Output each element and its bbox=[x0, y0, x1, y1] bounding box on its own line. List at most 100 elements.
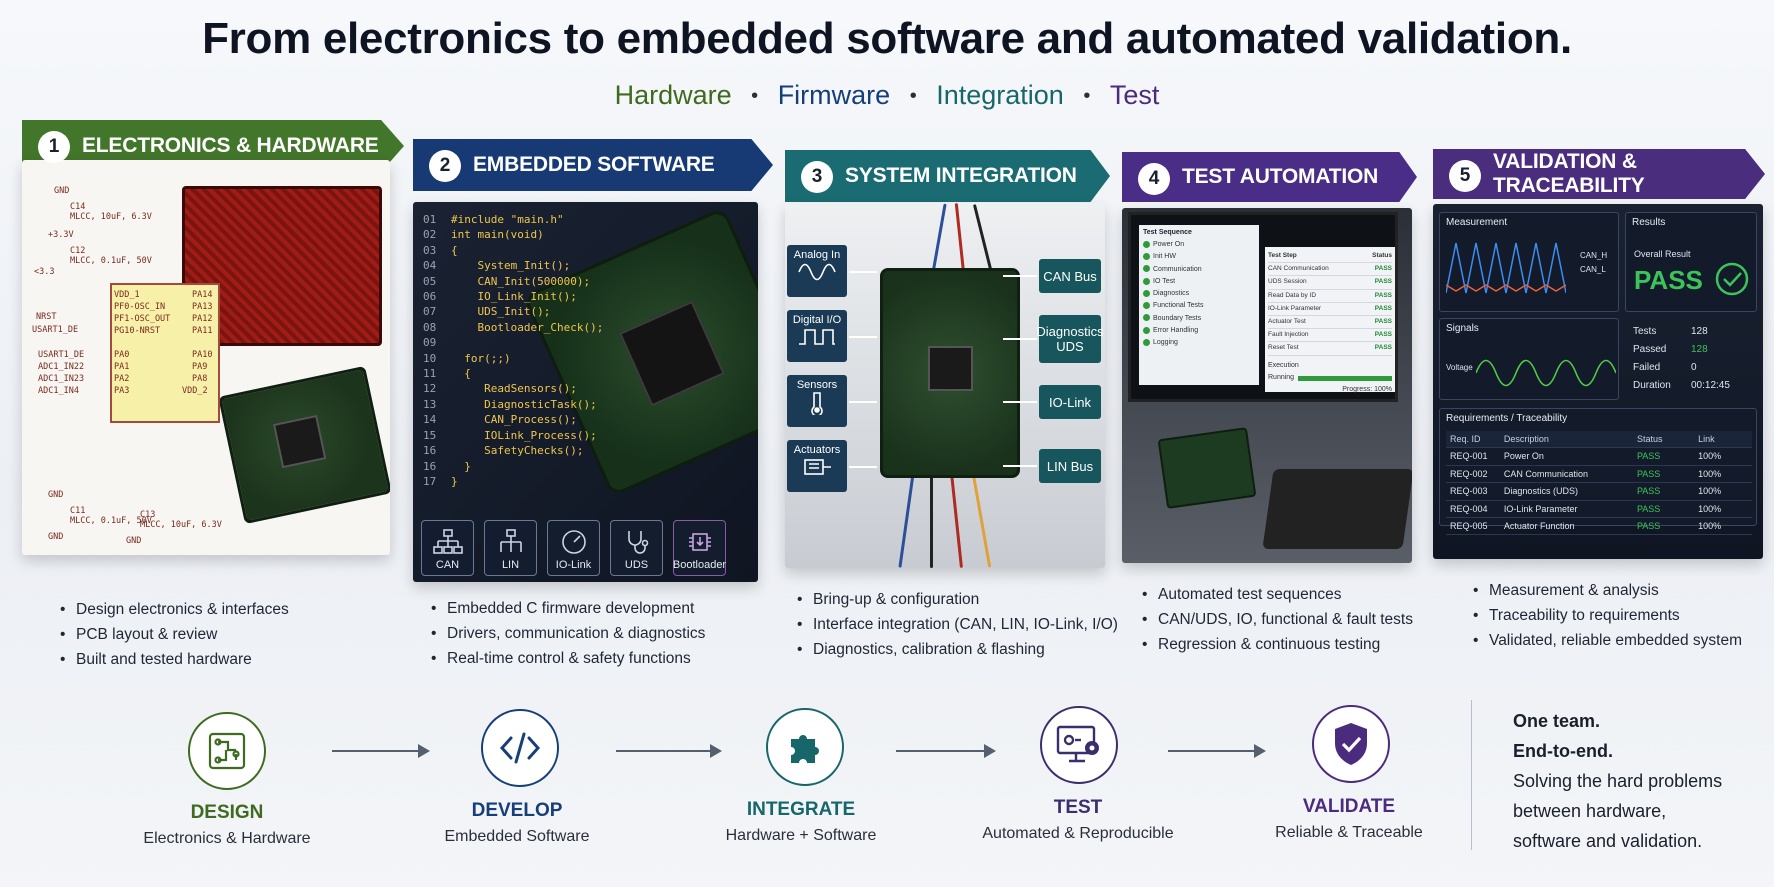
protocol-label: CAN bbox=[435, 559, 460, 571]
list-item: Diagnostics, calibration & flashing bbox=[797, 637, 1118, 662]
schematic-label: PA14 bbox=[192, 290, 213, 300]
list-item: Traceability to requirements bbox=[1473, 603, 1742, 628]
schematic-label: ADC1_IN23 bbox=[38, 374, 85, 384]
schematic-label: PA11 bbox=[192, 326, 213, 336]
protocol-icons: CAN LIN IO-Link UDS Bootloader bbox=[421, 520, 726, 576]
schematic-label: <3.3 bbox=[34, 267, 55, 277]
code-line: 13 DiagnosticTask(); bbox=[423, 397, 597, 411]
schematic-label: PA13 bbox=[192, 302, 213, 312]
list-item: Validated, reliable embedded system bbox=[1473, 628, 1742, 653]
list-item: Diagnostics bbox=[1143, 288, 1255, 300]
schematic-label: PA9 bbox=[192, 362, 208, 372]
protocol-can: CAN bbox=[421, 520, 474, 576]
schematic-label: C14 bbox=[70, 202, 86, 212]
protocol-uds: UDS bbox=[610, 520, 663, 576]
check-icon bbox=[1143, 265, 1150, 273]
protocol-label: Bootloader bbox=[672, 559, 727, 571]
check-icon bbox=[1143, 326, 1150, 334]
input-actuators: Actuators bbox=[787, 440, 847, 492]
bullet-list: Automated test sequences CAN/UDS, IO, fu… bbox=[1142, 582, 1413, 657]
protocol-label: LIN bbox=[501, 559, 520, 571]
input-label: Actuators bbox=[793, 444, 841, 456]
code-line: 03{ bbox=[423, 243, 458, 257]
legend-can-l: CAN_L bbox=[1580, 265, 1606, 274]
running-label: Running bbox=[1268, 373, 1295, 381]
check-circle-icon bbox=[1715, 262, 1749, 296]
schematic-label: C11 bbox=[70, 506, 86, 516]
protocol-label: UDS bbox=[624, 559, 649, 571]
subtitle: Hardware • Firmware • Integration • Test bbox=[0, 80, 1774, 111]
measurement-waveform bbox=[1446, 242, 1566, 294]
panel-title: TEST AUTOMATION bbox=[1122, 152, 1417, 202]
flow-design: DESIGN Electronics & Hardware bbox=[107, 802, 347, 848]
microcontroller-chip bbox=[272, 414, 327, 469]
bus-can: CAN Bus bbox=[1039, 259, 1101, 293]
list-item: Power On bbox=[1143, 239, 1255, 251]
pcb-image bbox=[1157, 427, 1257, 509]
schematic-label: MLCC, 10uF, 6.3V bbox=[70, 212, 152, 222]
signals-label: Signals bbox=[1446, 323, 1479, 334]
panel-system-integration: 3 SYSTEM INTEGRATION Analog In Digital I… bbox=[785, 135, 1157, 695]
flow-subtitle: Hardware + Software bbox=[725, 827, 877, 844]
step-number-badge: 4 bbox=[1138, 163, 1170, 195]
circuit-icon bbox=[208, 732, 246, 770]
code-line: 09 bbox=[423, 336, 437, 350]
stethoscope-icon bbox=[627, 531, 648, 554]
list-item: Boundary Tests bbox=[1143, 313, 1255, 325]
list-item: Functional Tests bbox=[1143, 300, 1255, 312]
sine-wave-icon bbox=[798, 263, 836, 281]
flow-integrate: INTEGRATE Hardware + Software bbox=[681, 799, 921, 845]
input-sensors: Sensors bbox=[787, 375, 847, 427]
list-item: Design electronics & interfaces bbox=[60, 597, 289, 622]
square-wave-icon bbox=[799, 329, 835, 345]
puzzle-icon bbox=[791, 735, 819, 763]
flow-title: VALIDATE bbox=[1302, 796, 1396, 817]
monitor-gear-icon bbox=[1056, 725, 1099, 763]
schematic-label: PF0-OSC_IN bbox=[114, 302, 166, 312]
validate-step-icon bbox=[1312, 705, 1390, 783]
code-line: 07 UDS_Init(); bbox=[423, 305, 551, 319]
flow-title: DEVELOP bbox=[471, 800, 563, 821]
pcb-image bbox=[880, 268, 1020, 478]
tagline-line: Solving the hard problems bbox=[1513, 771, 1723, 791]
schematic-label: VDD_2 bbox=[182, 386, 208, 396]
microcontroller-chip bbox=[928, 346, 973, 391]
code-line: 12 ReadSensors(); bbox=[423, 382, 577, 396]
progress-bar bbox=[1298, 375, 1392, 381]
schematic-label: GND bbox=[48, 490, 64, 500]
flow-develop: DEVELOP Embedded Software bbox=[397, 800, 637, 846]
requirements-title: Requirements / Traceability bbox=[1446, 413, 1568, 424]
chip-icon bbox=[688, 533, 711, 551]
flow-title: INTEGRATE bbox=[746, 799, 856, 820]
subtitle-separator: • bbox=[909, 85, 917, 108]
check-icon bbox=[1143, 240, 1150, 248]
bullet-list: Design electronics & interfaces PCB layo… bbox=[60, 597, 289, 672]
code-line: 17} bbox=[423, 474, 458, 488]
tagline-line: software and validation. bbox=[1513, 831, 1703, 851]
validation-dashboard-image: Measurement CAN_H CAN_L Results Overall … bbox=[1433, 204, 1763, 559]
bullet-list: Bring-up & configuration Interface integ… bbox=[797, 587, 1118, 662]
step-number-badge: 3 bbox=[801, 161, 833, 193]
flow-arrow bbox=[332, 744, 430, 758]
schematic-label: C12 bbox=[70, 246, 86, 256]
schematic-label: PA0 bbox=[114, 350, 130, 360]
list-item: PCB layout & review bbox=[60, 622, 289, 647]
execution-label: Execution bbox=[1268, 361, 1299, 369]
gauge-icon bbox=[561, 530, 586, 554]
list-item: IO Test bbox=[1143, 276, 1255, 288]
list-item: Logging bbox=[1143, 337, 1255, 349]
list-item: Regression & continuous testing bbox=[1142, 632, 1413, 657]
test-monitor: Test Sequence Power On Init HW Communica… bbox=[1128, 212, 1398, 402]
schematic-label: PA1 bbox=[114, 362, 130, 372]
subtitle-integration: Integration bbox=[936, 80, 1064, 110]
measurement-label: Measurement bbox=[1446, 217, 1508, 228]
subtitle-hardware: Hardware bbox=[614, 80, 732, 110]
progress-fill bbox=[1298, 375, 1392, 381]
